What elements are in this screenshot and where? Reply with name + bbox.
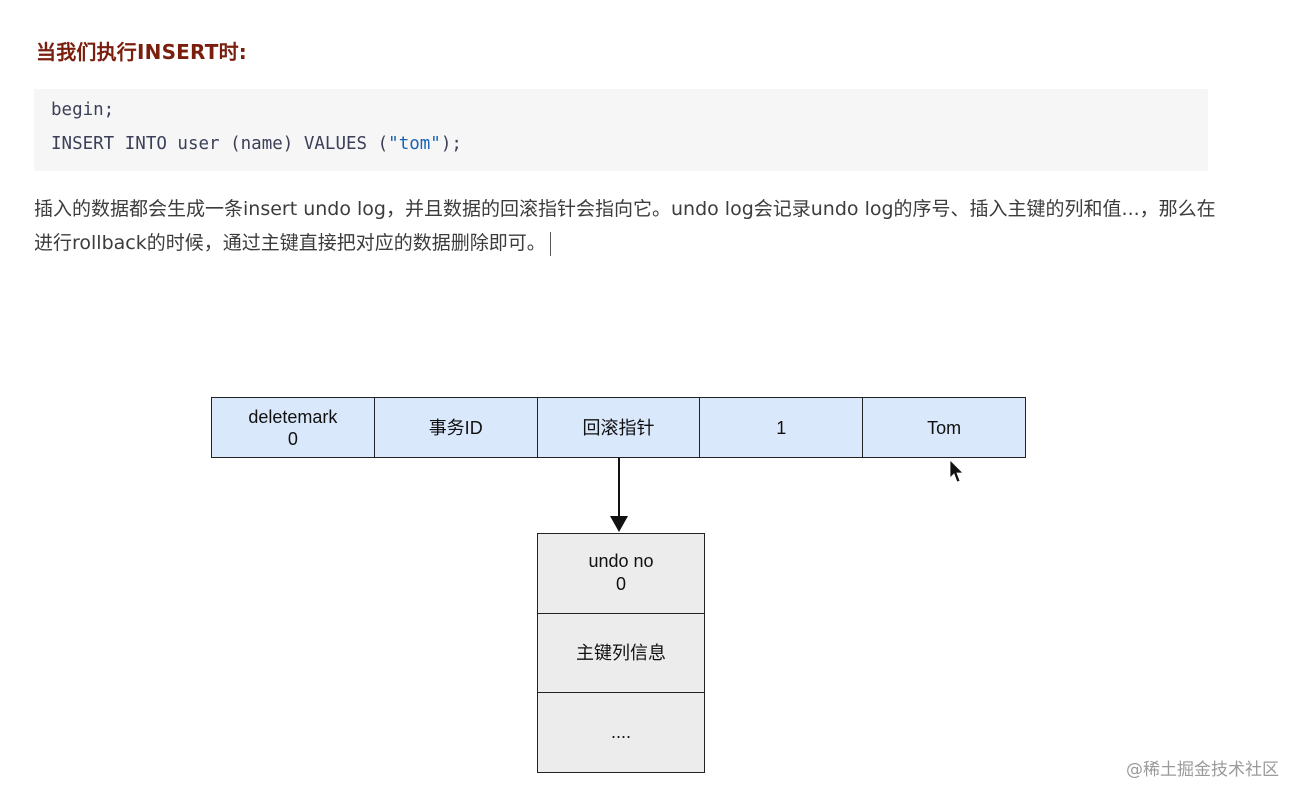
record-cell-transaction-id: 事务ID [374,398,538,457]
code-line-2: INSERT INTO user (name) VALUES ("tom"); [51,134,1208,168]
description-text: 插入的数据都会生成一条insert undo log，并且数据的回滚指针会指向它… [34,198,1216,254]
undo-cell-more: .... [538,693,704,773]
record-cell-primary-key: 1 [700,398,864,457]
undo-cell-undo-no: undo no 0 [538,534,704,614]
record-cell-deletemark: deletemark 0 [212,398,375,457]
undo-cell-primary-key-info: 主键列信息 [538,613,704,694]
record-cell-value: 0 [287,428,298,449]
text-caret [549,231,551,256]
mouse-cursor-icon [949,459,964,483]
record-cell-label: 回滚指针 [582,417,655,438]
record-cell-rollback-pointer: 回滚指针 [537,398,701,457]
record-cell-label: deletemark [248,406,338,427]
undo-cell-label: undo no [588,551,654,572]
record-cell-label: 事务ID [428,417,483,438]
undo-cell-value: 0 [615,574,626,595]
undo-cell-label: .... [610,722,631,743]
record-row: deletemark 0 事务ID 回滚指针 1 Tom [211,397,1026,458]
undo-log-record: undo no 0 主键列信息 .... [537,533,705,773]
code-line-1: begin; [51,100,115,120]
record-cell-label: 1 [776,417,787,438]
code-block: begin; INSERT INTO user (name) VALUES ("… [34,89,1208,171]
record-cell-name: Tom [863,398,1025,457]
code-string-literal: "tom" [388,134,441,154]
code-line-2-prefix: INSERT INTO user (name) VALUES ( [51,134,389,154]
section-heading: 当我们执行INSERT时: [36,40,247,64]
description-paragraph: 插入的数据都会生成一条insert undo log，并且数据的回滚指针会指向它… [34,192,1234,260]
watermark: @稀土掘金技术社区 [1126,760,1279,780]
undo-cell-label: 主键列信息 [576,642,666,663]
record-cell-label: Tom [927,417,962,438]
rollback-pointer-arrow-head [610,516,628,532]
code-line-2-suffix: ); [440,134,462,154]
